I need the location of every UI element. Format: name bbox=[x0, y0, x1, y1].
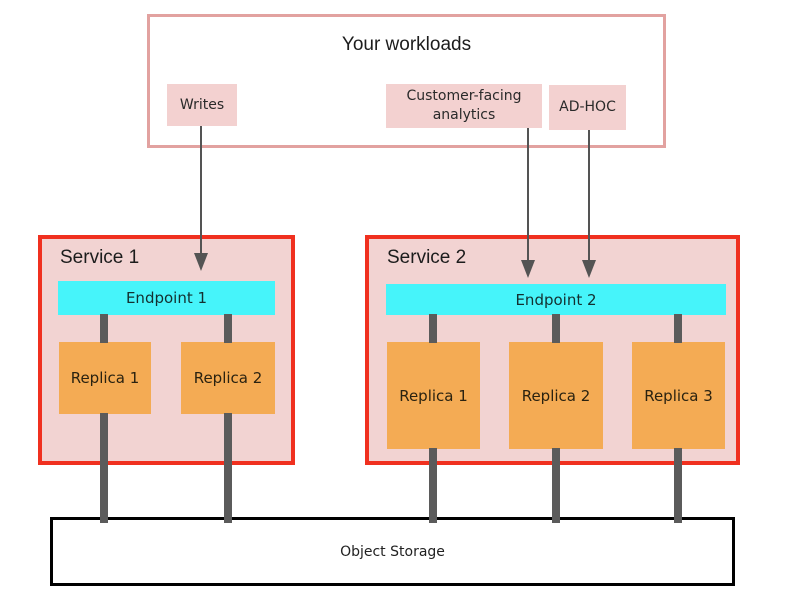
service-1-endpoint: Endpoint 1 bbox=[58, 281, 275, 315]
service-2-replica-1: Replica 1 bbox=[387, 342, 480, 449]
service-2-box: Service 2 Endpoint 2 Replica 1 Replica 2… bbox=[365, 235, 740, 465]
service-1-box: Service 1 Endpoint 1 Replica 1 Replica 2 bbox=[38, 235, 295, 465]
workload-item-writes: Writes bbox=[167, 84, 237, 126]
service-2-endpoint: Endpoint 2 bbox=[386, 284, 726, 315]
service-1-replica-2: Replica 2 bbox=[181, 342, 275, 414]
object-storage-box: Object Storage bbox=[50, 517, 735, 586]
service-1-replica-1: Replica 1 bbox=[59, 342, 151, 414]
object-storage-label: Object Storage bbox=[340, 543, 445, 560]
workload-item-customer-facing-analytics: Customer-facing analytics bbox=[386, 84, 542, 128]
workloads-title: Your workloads bbox=[341, 34, 472, 55]
service-2-replica-2: Replica 2 bbox=[509, 342, 603, 449]
service-2-replica-3: Replica 3 bbox=[632, 342, 725, 449]
service-1-title: Service 1 bbox=[60, 247, 140, 268]
service-2-title: Service 2 bbox=[387, 247, 467, 268]
workload-item-ad-hoc: AD-HOC bbox=[549, 85, 626, 130]
